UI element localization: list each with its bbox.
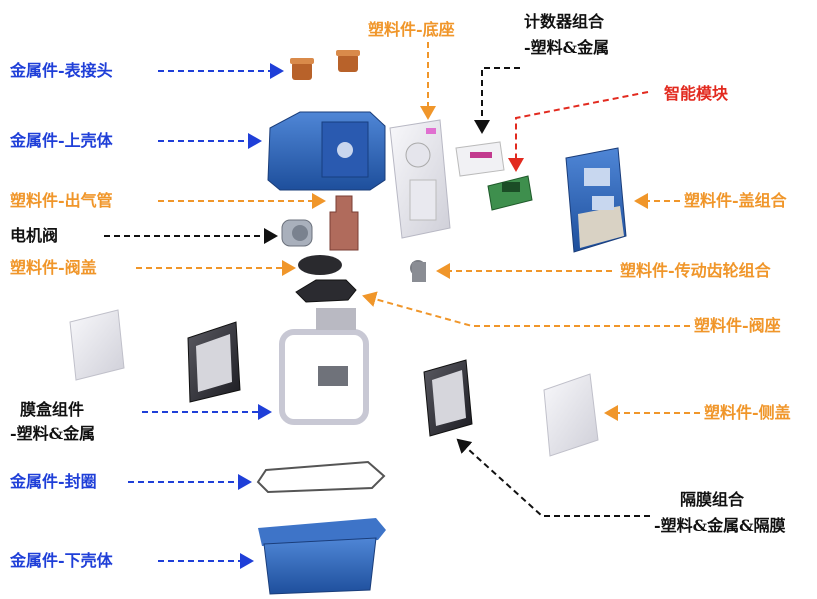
label-diaphragm-box-material: -塑料&金属: [10, 424, 96, 443]
label-upper-shell: 金属件-上壳体: [10, 131, 113, 150]
cover-assembly-part: [565, 147, 627, 253]
upper-shell-part: [267, 111, 386, 191]
side-cover-part: [543, 373, 599, 457]
meter-connector-part: [290, 50, 360, 80]
right-diaphragm-part: [423, 359, 473, 437]
label-gear-assembly: 塑料件-传动齿轮组合: [620, 261, 771, 280]
valve-cover-part: [298, 255, 342, 275]
label-lower-shell: 金属件-下壳体: [10, 551, 113, 570]
lower-shell-part: [258, 518, 386, 595]
label-counter: 计数器组合: [524, 12, 605, 31]
base-part: [389, 119, 451, 239]
label-counter-material: -塑料&金属: [524, 38, 610, 57]
motor-valve-part: [281, 219, 313, 247]
label-seal-ring: 金属件-封圈: [10, 472, 97, 491]
outlet-pipe-part: [329, 195, 359, 251]
label-meter-connector: 金属件-表接头: [10, 61, 113, 80]
counter-part: [455, 141, 505, 177]
seal-ring-part: [256, 460, 386, 494]
label-membrane-material: -塑料&金属&隔膜: [654, 516, 786, 535]
label-valve-cover: 塑料件-阀盖: [10, 258, 97, 277]
label-side-cover: 塑料件-侧盖: [704, 403, 791, 422]
left-side-cover-part: [69, 309, 125, 381]
valve-seat-part: [295, 279, 357, 303]
left-diaphragm-part: [187, 321, 241, 403]
label-motor-valve: 电机阀: [10, 226, 59, 245]
gear-assembly-part: [410, 260, 426, 282]
label-base: 塑料件-底座: [368, 20, 455, 39]
label-valve-seat: 塑料件-阀座: [694, 316, 781, 335]
diaphragm-box-part: [279, 308, 369, 425]
label-outlet-pipe: 塑料件-出气管: [10, 191, 113, 210]
arrows: [104, 42, 700, 569]
label-membrane: 隔膜组合: [680, 490, 745, 509]
label-cover-assembly: 塑料件-盖组合: [684, 191, 787, 210]
label-smart-module: 智能模块: [664, 84, 729, 103]
label-diaphragm-box: 膜盒组件: [20, 400, 85, 419]
smart-module-part: [487, 175, 533, 211]
